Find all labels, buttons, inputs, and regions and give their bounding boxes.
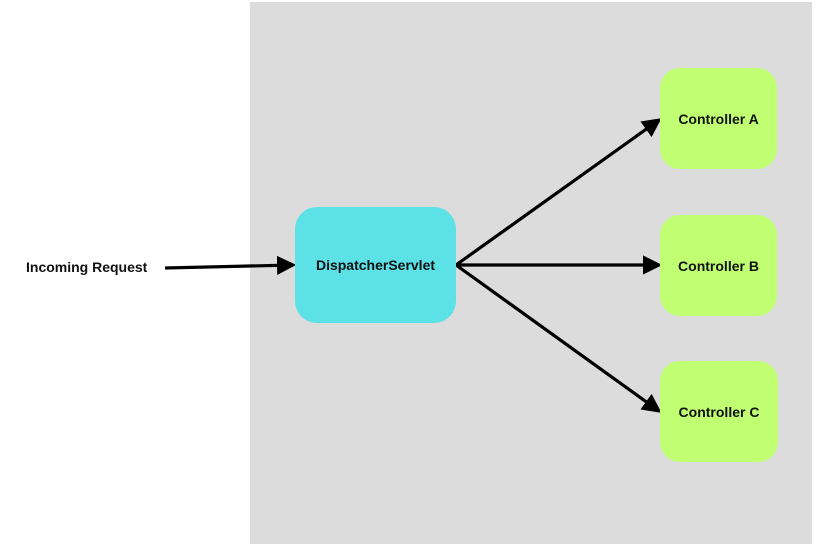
controller-c-node: Controller C [660,361,778,462]
controller-a-label: Controller A [678,110,759,127]
controller-a-node: Controller A [660,68,777,169]
dispatcher-servlet-label: DispatcherServlet [315,257,436,273]
dispatcher-servlet-node: DispatcherServlet [295,207,456,323]
controller-b-node: Controller B [660,215,777,316]
controller-b-label: Controller B [678,257,759,274]
controller-c-label: Controller C [678,403,760,420]
incoming-request-label: Incoming Request [26,259,148,275]
